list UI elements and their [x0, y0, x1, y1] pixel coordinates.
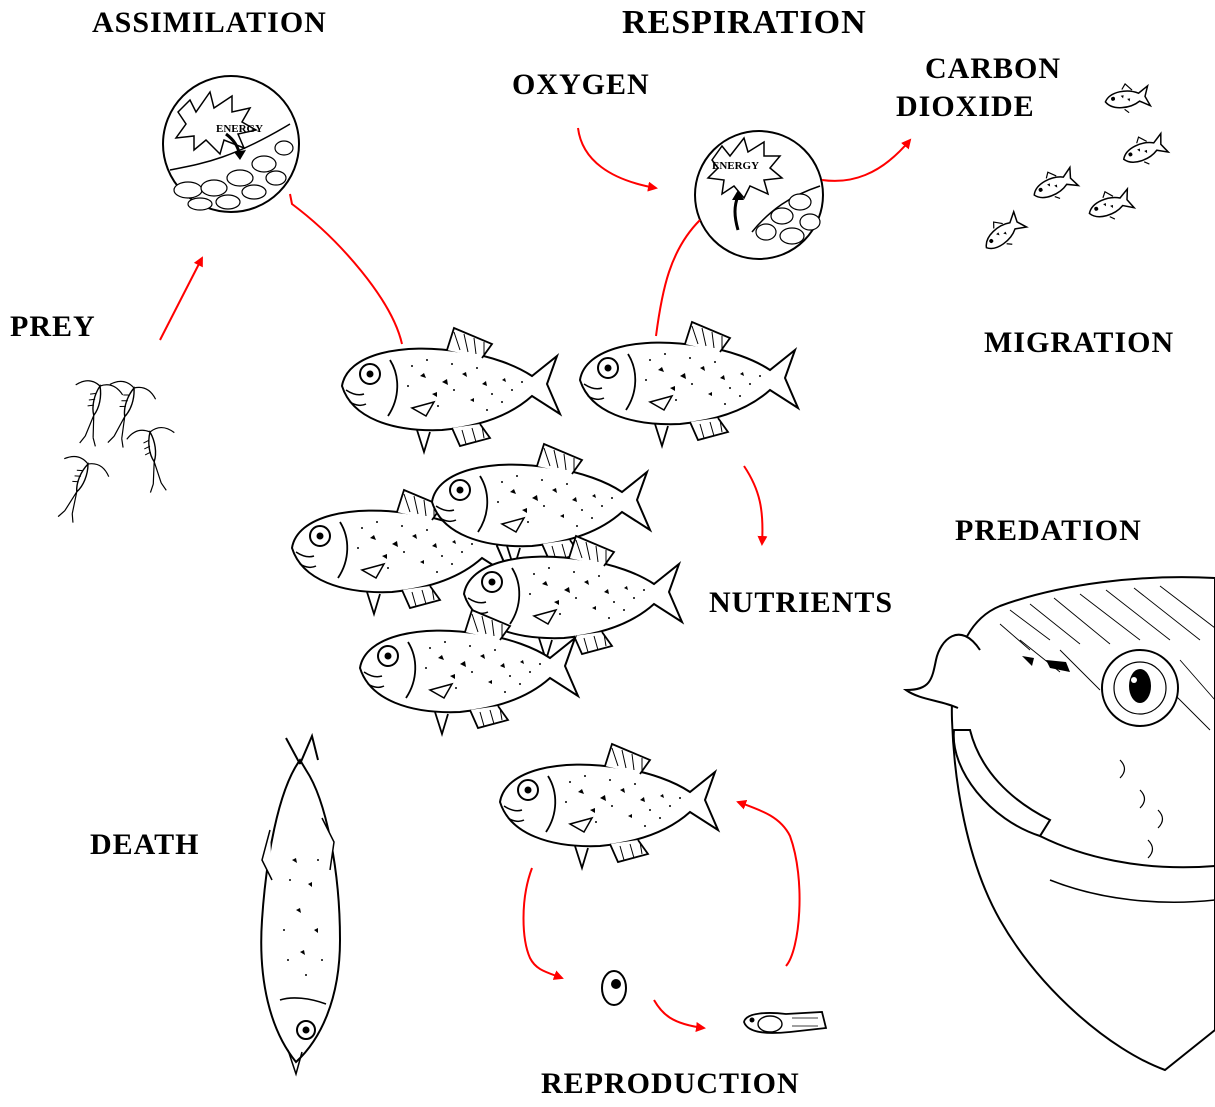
prey-to-assimilation-arrow [160, 258, 202, 340]
assimilation-energy-inset: ENERGY [163, 76, 299, 212]
migrating-fish-icon [1118, 129, 1170, 172]
energy-label-respiration: ENERGY [712, 160, 759, 172]
predator-fish-head [906, 577, 1215, 1070]
migrating-fish-icon [1028, 163, 1080, 208]
migrating-fish-group [977, 81, 1170, 258]
migrating-fish-icon [977, 208, 1029, 258]
copepod-icon [126, 426, 182, 495]
respiring-fish [580, 322, 798, 446]
fish-school-member [342, 328, 560, 452]
reproduction-arrow-to-egg [524, 868, 563, 978]
fish-egg [602, 971, 626, 1005]
reproduction-arrow-to-larva [654, 1000, 704, 1028]
fish-school [292, 322, 798, 868]
prey-copepods [43, 378, 182, 529]
nutrients-arrow [744, 466, 762, 544]
reproduction-arrow-to-adult [738, 802, 800, 966]
fish-to-respiration-line [656, 220, 700, 336]
migrating-fish-icon [1084, 184, 1135, 226]
copepod-icon [64, 378, 124, 450]
copepod-icon [43, 452, 111, 528]
migrating-fish-icon [1103, 81, 1151, 116]
reproducing-adult-fish [500, 744, 718, 868]
dead-fish [261, 736, 340, 1074]
oxygen-arrow [578, 128, 656, 188]
carbon-dioxide-arrow [822, 140, 910, 181]
school-to-assimilation-line [290, 194, 402, 344]
energy-label-assimilation: ENERGY [216, 123, 263, 135]
fish-larva [744, 1012, 826, 1033]
respiration-energy-inset: ENERGY [695, 131, 823, 259]
